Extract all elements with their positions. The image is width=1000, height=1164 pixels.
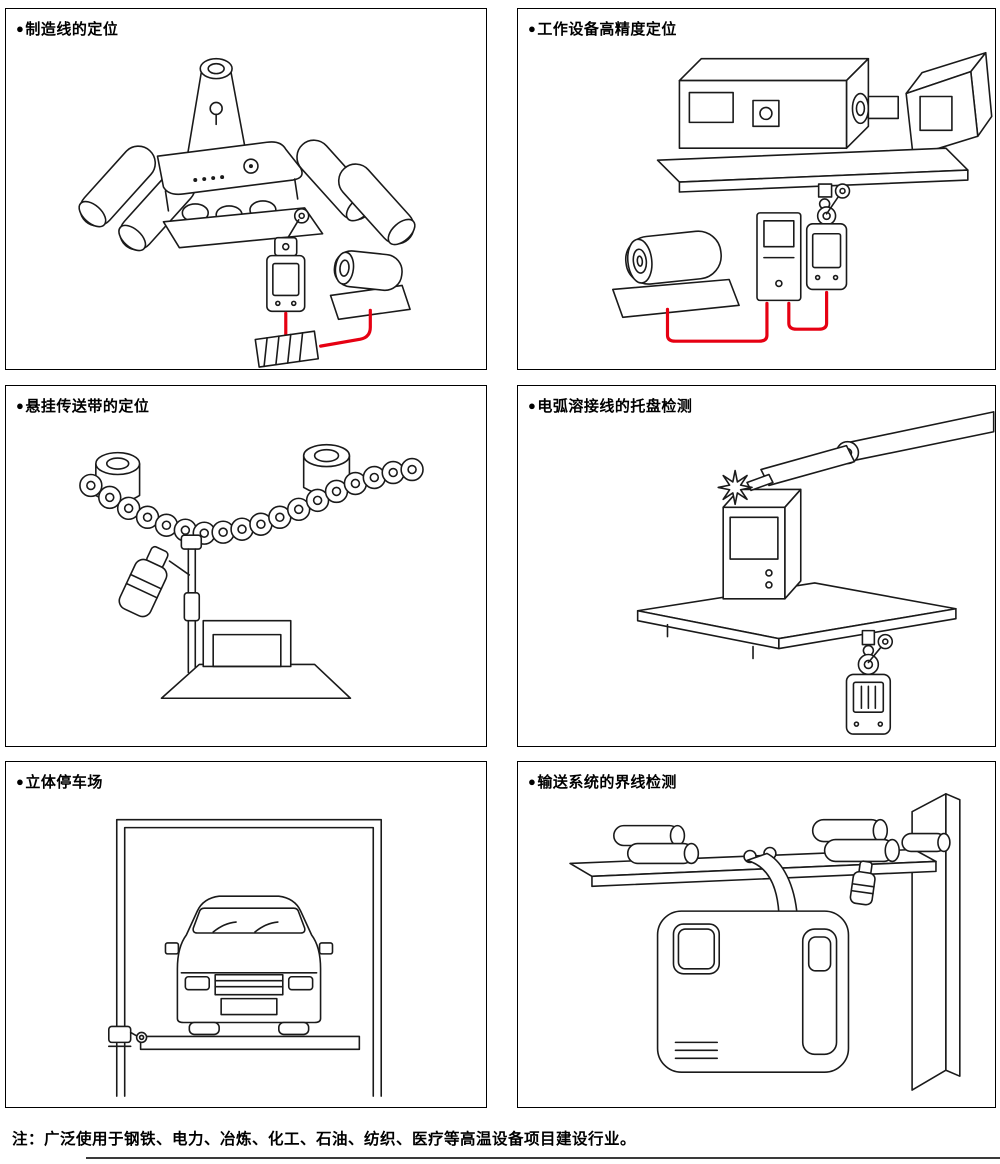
trolley-rollers-right	[811, 818, 951, 863]
control-box	[202, 619, 292, 668]
trolley-rollers-left	[613, 824, 700, 865]
panel-title-suspended-conveyor: ● 悬挂传送带的定位	[16, 395, 149, 416]
footnote: 注：广泛使用于钢铁、电力、冶炼、化工、石油、纺织、医疗等高温设备项目建设行业。	[12, 1131, 637, 1148]
work-equipment-illustration	[612, 51, 993, 343]
conveyor-rollers-right	[296, 139, 416, 246]
signal-wires	[284, 308, 372, 348]
conveying-system-illustration	[569, 793, 961, 1091]
panel-title-parking: ● 立体停车场	[16, 771, 103, 792]
machine-arm	[186, 57, 248, 159]
panel-arc-welding: ● 电弧溶接线的托盘检测	[517, 385, 996, 747]
parking-illustration	[108, 818, 383, 1097]
panel-suspended-conveyor: ● 悬挂传送带的定位	[5, 385, 487, 747]
work-table	[636, 582, 957, 660]
suspended-conveyor-illustration	[79, 443, 424, 700]
panel-title-manufacturing-line: ● 制造线的定位	[16, 18, 118, 39]
bottom-divider	[86, 1157, 1000, 1159]
machining-center	[678, 57, 900, 150]
gondola	[656, 910, 850, 1073]
bullet-icon: ●	[16, 774, 25, 789]
hanger-arm	[743, 846, 798, 914]
bullet-icon: ●	[16, 21, 25, 36]
proximity-sensor	[118, 545, 191, 618]
panel-title-text: 悬挂传送带的定位	[25, 398, 150, 415]
panel-title-text: 工作设备高精度定位	[537, 21, 677, 38]
manufacturing-line-illustration	[78, 57, 416, 368]
workpiece-pallet	[722, 488, 802, 600]
panel-parking: ● 立体停车场	[5, 761, 487, 1108]
guide-roller-unit	[329, 250, 411, 321]
bullet-icon: ●	[528, 21, 537, 36]
base-stand	[160, 663, 352, 700]
limit-switch	[266, 208, 310, 313]
arc-welding-illustration	[636, 411, 995, 735]
signal-wires	[665, 290, 829, 343]
proximity-sensor	[849, 860, 876, 906]
hanger-roller-right	[302, 443, 351, 496]
panel-title-conveying-system: ● 输送系统的界线检测	[528, 771, 677, 792]
weld-spark	[717, 469, 753, 506]
panel-work-equipment: ● 工作设备高精度定位	[517, 8, 996, 370]
limit-switch	[805, 183, 851, 291]
hanger-roller-left	[95, 451, 141, 504]
panel-conveying-system: ● 输送系统的界线检测	[517, 761, 996, 1108]
tailstock	[905, 51, 993, 157]
welding-robot-arm	[746, 411, 995, 492]
panel-title-text: 输送系统的界线检测	[537, 774, 677, 791]
bullet-icon: ●	[16, 398, 25, 413]
bullet-icon: ●	[528, 774, 537, 789]
panel-manufacturing-line: ● 制造线的定位	[5, 8, 487, 370]
garage-frame	[115, 818, 383, 1097]
conveyor-chain	[79, 457, 424, 545]
pendant-controller	[756, 212, 802, 302]
bullet-icon: ●	[528, 398, 537, 413]
mounting-rod	[180, 534, 203, 674]
panel-title-text: 立体停车场	[25, 774, 103, 791]
car	[164, 895, 334, 1036]
panel-title-work-equipment: ● 工作设备高精度定位	[528, 18, 677, 39]
lift-platform	[139, 1035, 361, 1051]
limit-switch	[108, 1025, 148, 1048]
conveyor-edge	[162, 207, 324, 249]
panel-title-text: 电弧溶接线的托盘检测	[537, 398, 693, 415]
roller-workpiece	[612, 230, 740, 319]
panel-title-text: 制造线的定位	[25, 21, 119, 38]
limit-switch	[845, 629, 894, 735]
panel-title-arc-welding: ● 电弧溶接线的托盘检测	[528, 395, 692, 416]
terminal-block	[254, 330, 320, 368]
machine-base	[656, 147, 969, 193]
